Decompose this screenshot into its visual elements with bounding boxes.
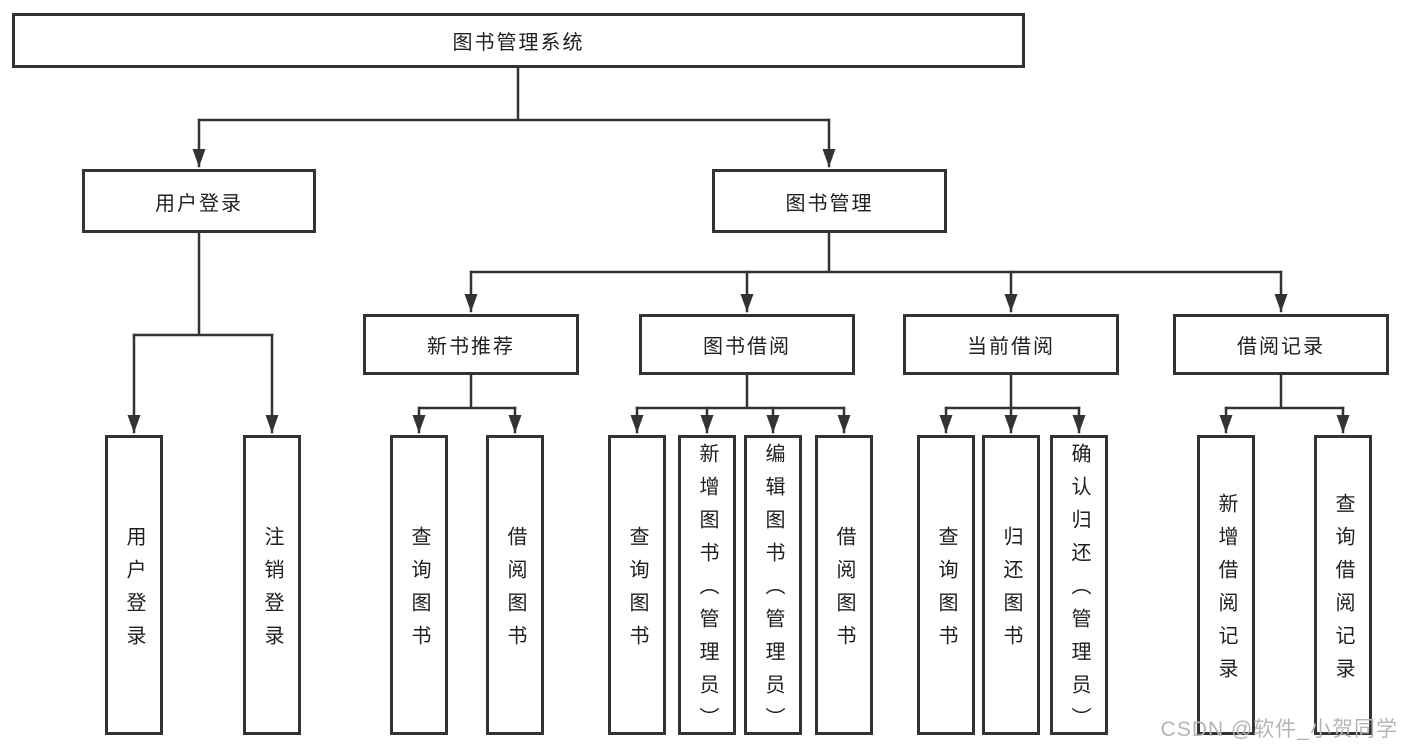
node-new-book-recommend: 新书推荐 — [363, 314, 579, 375]
leaf-user-login: 用户登录 — [105, 435, 163, 735]
leaf-edit-book-admin: 编辑图书（管理员） — [744, 435, 802, 740]
node-root-system: 图书管理系统 — [12, 13, 1025, 68]
node-user-login: 用户登录 — [82, 169, 316, 233]
node-root-label: 图书管理系统 — [452, 32, 585, 54]
node-book-management-label: 图书管理 — [785, 192, 874, 215]
leaf-confirm-return-admin: 确认归还（管理员） — [1050, 435, 1108, 740]
node-book-borrow-label: 图书借阅 — [703, 336, 791, 358]
leaf-borrow-books-recommend: 借阅图书 — [486, 435, 544, 735]
node-book-borrow: 图书借阅 — [639, 314, 855, 375]
leaf-add-book-admin: 新增图书（管理员） — [678, 435, 736, 740]
leaf-query-books-current: 查询图书 — [917, 435, 975, 735]
node-book-management: 图书管理 — [712, 169, 947, 233]
node-new-book-recommend-label: 新书推荐 — [427, 336, 515, 358]
leaf-borrow-books: 借阅图书 — [815, 435, 873, 735]
node-current-borrow-label: 当前借阅 — [967, 336, 1055, 358]
leaf-query-books-recommend: 查询图书 — [390, 435, 448, 735]
leaf-query-borrow-record: 查询借阅记录 — [1314, 435, 1372, 735]
leaf-query-books-borrow: 查询图书 — [608, 435, 666, 735]
watermark-text: CSDN @软件_小贺同学 — [1160, 718, 1398, 741]
node-current-borrow: 当前借阅 — [903, 314, 1119, 375]
leaf-return-books: 归还图书 — [982, 435, 1040, 735]
leaf-add-borrow-record: 新增借阅记录 — [1197, 435, 1255, 735]
node-borrow-records-label: 借阅记录 — [1237, 336, 1325, 358]
leaf-logout: 注销登录 — [243, 435, 301, 735]
node-borrow-records: 借阅记录 — [1173, 314, 1389, 375]
node-user-login-label: 用户登录 — [155, 192, 243, 215]
